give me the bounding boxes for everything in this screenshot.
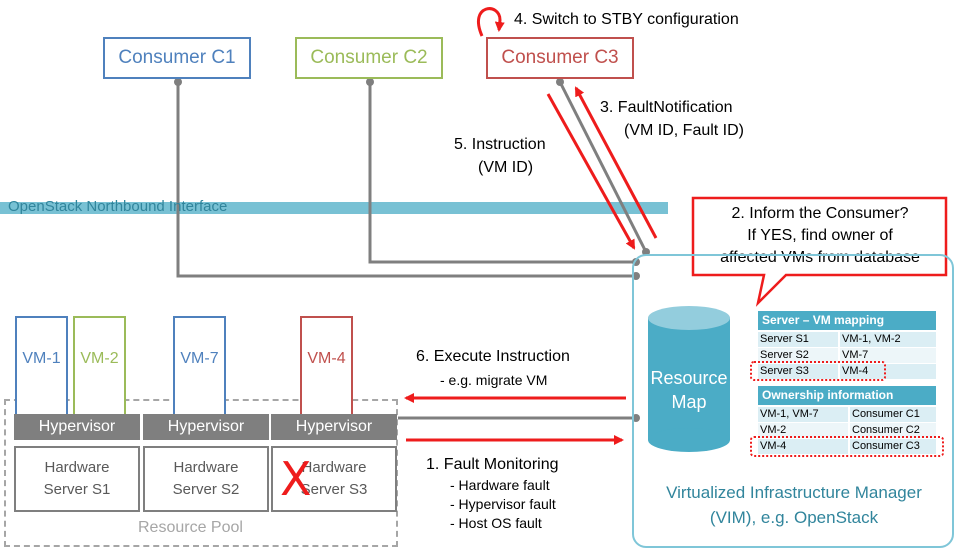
step2-callout: 2. Inform the Consumer? If YES, find own…: [694, 203, 946, 269]
step2-line3: affected VMs from database: [720, 249, 920, 266]
consumer-c1[interactable]: Consumer C1: [103, 37, 251, 79]
step6-label-line2: - e.g. migrate VM: [440, 372, 548, 388]
resource-map-database[interactable]: [646, 306, 732, 454]
c3-connector-dot: [556, 78, 564, 86]
arrow-step5-instruction: [546, 93, 636, 250]
hardware-server-s1[interactable]: Hardware Server S1: [14, 446, 140, 512]
resource-pool-label: Resource Pool: [138, 519, 243, 536]
fault-x-icon: X: [280, 452, 312, 506]
consumer-c3[interactable]: Consumer C3: [486, 37, 634, 79]
vim-label: Virtualized Infrastructure Manager (VIM)…: [636, 480, 952, 530]
table-cell: Consumer C2: [850, 423, 936, 438]
hypervisor-s1: Hypervisor: [14, 414, 140, 440]
step4-label: 4. Switch to STBY configuration: [514, 11, 739, 28]
step1-label: 1. Fault Monitoring: [426, 456, 559, 473]
vm-1[interactable]: VM-1: [15, 316, 68, 432]
table-cell: Server S3: [758, 364, 838, 379]
resource-map-label: Resource Map: [646, 366, 732, 414]
table-cell: VM-4: [758, 439, 848, 454]
table-cell: Server S2: [758, 348, 838, 363]
resource-map-line2: Map: [671, 392, 707, 412]
server-vm-table-title: Server – VM mapping: [758, 311, 936, 330]
step5-label-line2: (VM ID): [478, 159, 534, 176]
table-cell: Consumer C1: [850, 407, 936, 422]
vm-7[interactable]: VM-7: [173, 316, 226, 432]
server-s1-line2: Server S1: [43, 481, 111, 498]
arrow-step3-notification: [574, 86, 658, 239]
hardware-server-s3[interactable]: Hardware Server S3: [271, 446, 397, 512]
vim-container: [632, 254, 954, 548]
hypervisor-s2: Hypervisor: [143, 414, 269, 440]
c3-connector: [558, 81, 648, 253]
server-s2-line2: Server S2: [172, 481, 240, 498]
table-cell: Consumer C3: [850, 439, 936, 454]
highlight-server-s3: [750, 361, 886, 381]
resource-map-line1: Resource: [650, 368, 728, 388]
vim-line2: (VIM), e.g. OpenStack: [709, 508, 879, 527]
table-cell: VM-7: [840, 348, 936, 363]
highlight-vm4-owner: [750, 436, 944, 457]
step5-label-line1: 5. Instruction: [454, 136, 546, 153]
step1-item: - Host OS fault: [450, 515, 542, 531]
hardware-server-s2[interactable]: Hardware Server S2: [143, 446, 269, 512]
vm-2[interactable]: VM-2: [73, 316, 126, 432]
ownership-table-title: Ownership information: [758, 386, 936, 405]
vim-line1: Virtualized Infrastructure Manager: [666, 483, 922, 502]
step1-item: - Hypervisor fault: [450, 496, 556, 512]
step2-callout-shape: [691, 196, 948, 307]
c2-connector: [368, 82, 636, 264]
c1-connector: [176, 82, 636, 278]
table-cell: VM-1, VM-2: [840, 332, 936, 347]
step3-label-line2: (VM ID, Fault ID): [624, 122, 745, 139]
step6-label-line1: 6. Execute Instruction: [416, 348, 570, 365]
c2-connector-dot: [366, 78, 374, 86]
server-s2-line1: Hardware: [173, 459, 239, 476]
arrow-step4-self-loop: [477, 7, 505, 37]
step3-label-line1: 3. FaultNotification: [600, 99, 733, 116]
table-cell: VM-1, VM-7: [758, 407, 848, 422]
server-s3-line1: Hardware: [301, 459, 367, 476]
c1-connector-dot: [174, 78, 182, 86]
vm-4[interactable]: VM-4: [300, 316, 353, 432]
step2-line1: 2. Inform the Consumer?: [731, 205, 909, 222]
server-s1-line1: Hardware: [44, 459, 110, 476]
hypervisor-s3: Hypervisor: [271, 414, 397, 440]
table-cell: VM-4: [840, 364, 936, 379]
step2-line2: If YES, find owner of: [747, 227, 893, 244]
table-cell: VM-2: [758, 423, 848, 438]
northbound-interface-band: [0, 202, 668, 214]
table-cell: Server S1: [758, 332, 838, 347]
step1-item: - Hardware fault: [450, 477, 550, 493]
consumer-c2[interactable]: Consumer C2: [295, 37, 443, 79]
interface-label: OpenStack Northbound Interface: [8, 198, 228, 215]
server-s3-line2: Server S3: [300, 481, 368, 498]
